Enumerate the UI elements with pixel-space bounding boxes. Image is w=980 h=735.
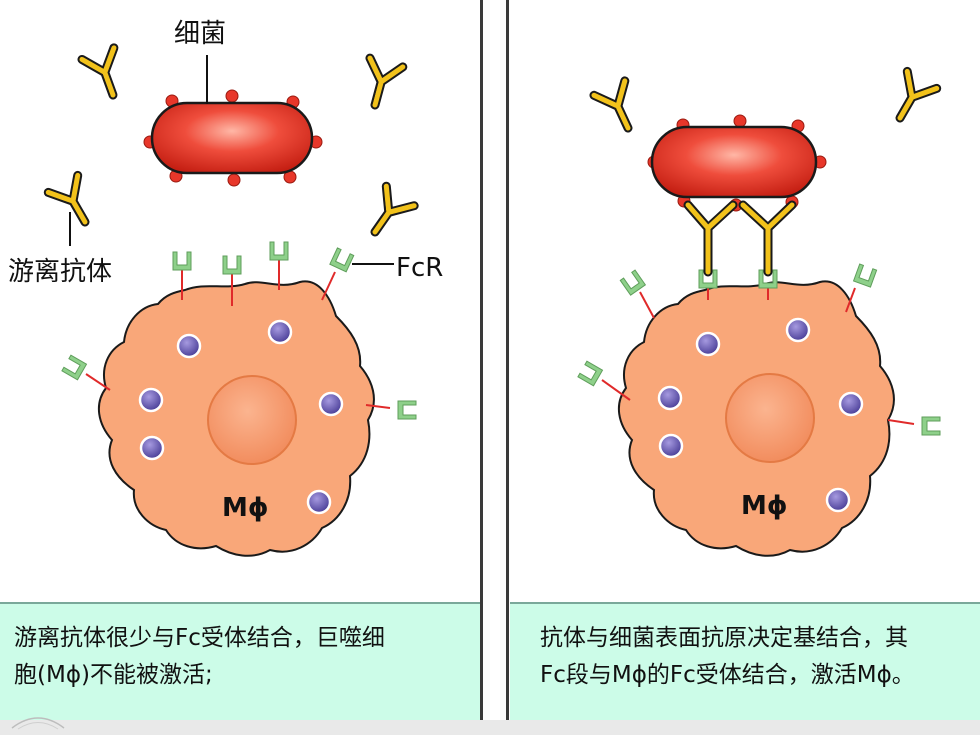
fc-receptor-icon — [619, 269, 646, 296]
panel-bound-antibody: Mϕ 抗体与细菌表面抗原决定基结合，其 Fc段与Mϕ的Fc受体结合，激活Mϕ。 — [510, 0, 980, 735]
fc-receptor-icon — [172, 251, 192, 271]
bound-antibody-icon — [738, 200, 797, 277]
fc-receptor-icon — [921, 416, 941, 436]
free-antibody-icon — [359, 184, 415, 241]
fcr-label: FcR — [396, 253, 443, 283]
bacterium-icon — [143, 89, 323, 187]
caption-right: 抗体与细菌表面抗原决定基结合，其 Fc段与Mϕ的Fc受体结合，激活Mϕ。 — [510, 602, 980, 720]
free-antibody-icon — [591, 81, 643, 137]
cell-label: Mϕ — [222, 493, 269, 523]
fc-receptor-icon — [269, 241, 289, 261]
panel-free-antibody: 细菌 游离抗体 Mϕ — [0, 0, 481, 735]
fc-receptor-icon — [397, 400, 417, 420]
right-diagram: Mϕ — [577, 0, 980, 557]
caption-left: 游离抗体很少与Fc受体结合，巨噬细 胞(Mϕ)不能被激活; — [0, 602, 481, 720]
bacteria-label: 细菌 — [174, 19, 226, 49]
fc-receptor-icon — [329, 247, 355, 273]
free-antibody-icon — [356, 57, 403, 109]
cell-label: Mϕ — [741, 491, 788, 521]
free-antibody-icon — [883, 70, 937, 127]
caption-right-line1: 抗体与细菌表面抗原决定基结合，其 — [540, 625, 908, 651]
bound-antibody-icon — [683, 200, 738, 277]
free-antibody-icon — [79, 48, 129, 102]
free-antibody-icon — [46, 175, 100, 232]
bottom-strip — [0, 720, 980, 735]
fc-receptor-icon — [853, 263, 878, 288]
caption-right-line2: Fc段与Mϕ的Fc受体结合，激活Mϕ。 — [540, 662, 915, 688]
macrophage-cell-icon: Mϕ — [617, 280, 895, 557]
caption-left-line1: 游离抗体很少与Fc受体结合，巨噬细 — [14, 625, 385, 651]
macrophage-cell-icon: Mϕ — [97, 280, 375, 557]
caption-left-line2: 胞(Mϕ)不能被激活; — [14, 662, 213, 688]
fc-receptor-icon — [61, 354, 87, 381]
fc-receptor-icon — [577, 360, 603, 387]
bacterium-icon — [647, 114, 827, 212]
panel-divider — [480, 0, 483, 720]
fc-receptor-icon — [222, 255, 242, 275]
logo-watermark-icon — [11, 717, 65, 730]
antibody-label: 游离抗体 — [8, 257, 112, 287]
panel-divider — [506, 0, 509, 720]
left-diagram: 细菌 游离抗体 Mϕ — [8, 19, 443, 557]
